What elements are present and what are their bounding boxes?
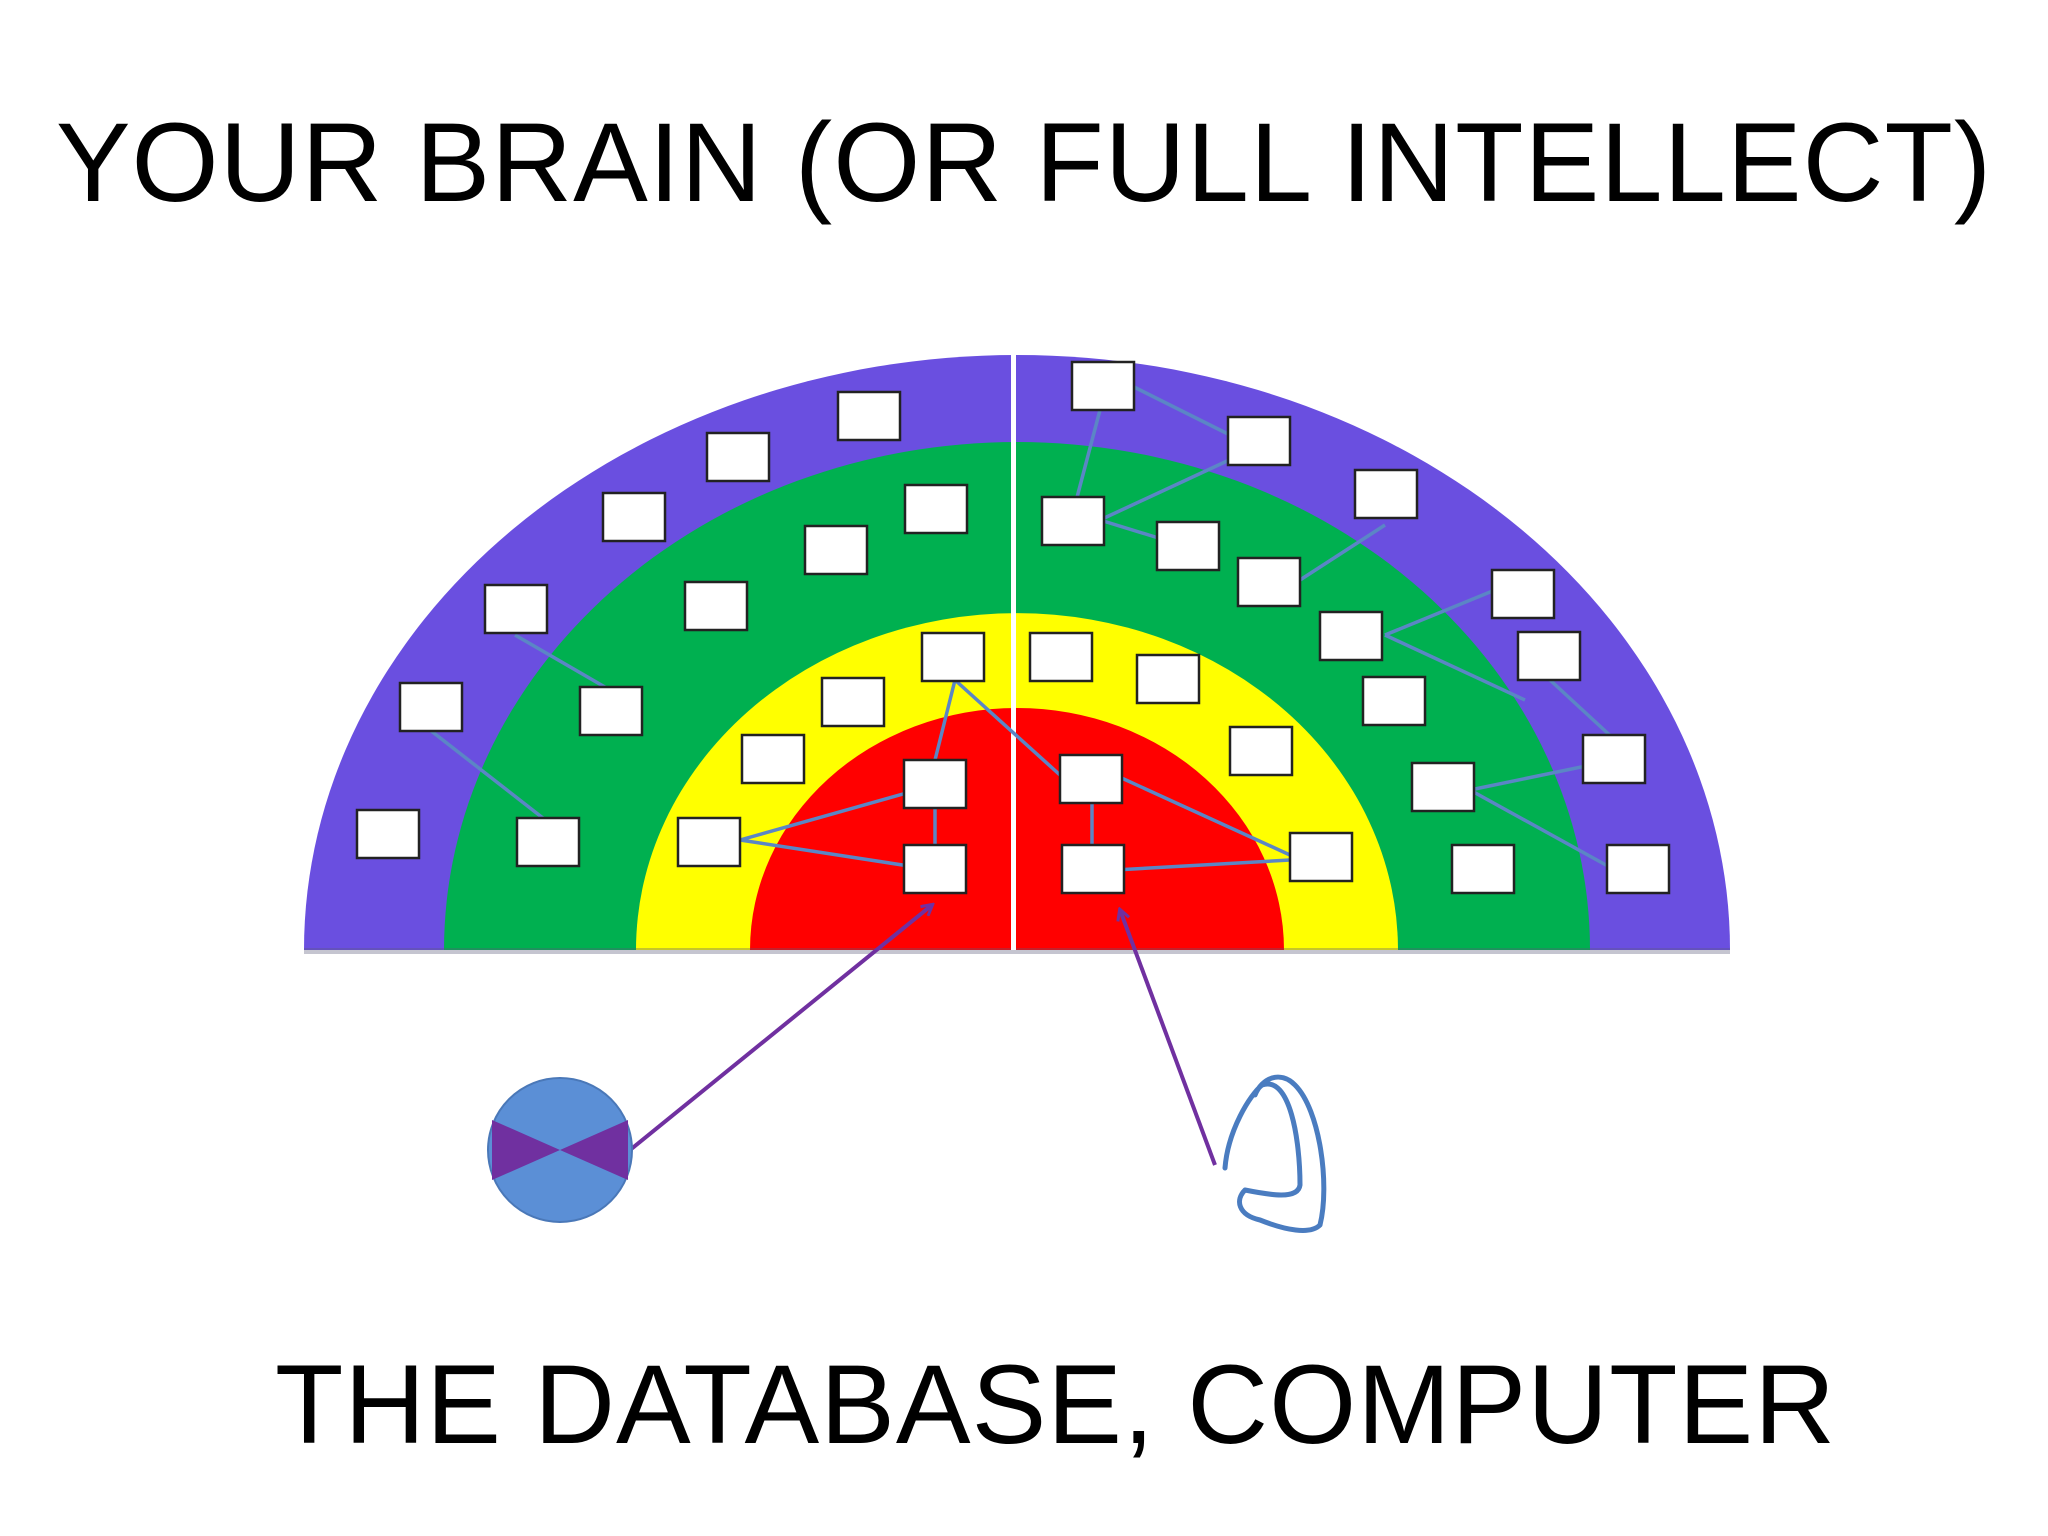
hemisphere-divider <box>1011 352 1016 950</box>
link <box>1099 453 1241 522</box>
link <box>1299 523 1386 582</box>
link <box>1384 633 1526 702</box>
node-box <box>1040 495 1106 547</box>
node-box <box>1070 360 1136 412</box>
core-band <box>750 708 1284 950</box>
node-box <box>1450 843 1516 895</box>
link <box>1099 518 1166 542</box>
link <box>739 783 936 842</box>
node-box <box>1058 753 1124 805</box>
node-box <box>903 483 969 535</box>
node-box <box>1361 675 1427 727</box>
node-box <box>820 676 886 728</box>
node-box <box>1516 630 1582 682</box>
node-box <box>705 431 771 483</box>
node-links <box>428 383 1617 872</box>
link <box>933 679 957 761</box>
node-box <box>676 816 742 868</box>
page-title: YOUR BRAIN (OR FULL INTELLECT) <box>55 100 1993 225</box>
link <box>1469 788 1616 872</box>
diagram-baseline <box>304 948 1730 954</box>
node-box <box>578 685 644 737</box>
node-box <box>1228 725 1294 777</box>
link <box>739 838 936 872</box>
link <box>1384 588 1496 637</box>
node-box <box>1353 468 1419 520</box>
node-box <box>1028 631 1094 683</box>
link <box>1114 773 1291 857</box>
node-box <box>1226 415 1292 467</box>
arrows <box>628 905 1217 1166</box>
node-box <box>1135 653 1201 705</box>
node-box <box>1410 761 1476 813</box>
node-box <box>355 808 421 860</box>
node-box <box>1236 556 1302 608</box>
link <box>953 678 1062 777</box>
scribble-icon <box>1222 1074 1327 1233</box>
node-box <box>920 631 986 683</box>
node-box <box>515 816 581 868</box>
node-box <box>1605 843 1671 895</box>
link <box>1548 678 1617 742</box>
node-box <box>601 491 667 543</box>
link <box>514 633 611 692</box>
node-box <box>1581 733 1647 785</box>
circle-bowtie-icon <box>487 1077 633 1223</box>
link <box>1129 383 1241 442</box>
node-box <box>483 583 549 635</box>
link <box>1114 858 1291 872</box>
node-box <box>1490 568 1556 620</box>
node-box <box>1288 831 1354 883</box>
node-box <box>836 390 902 442</box>
node-box <box>1060 843 1126 895</box>
link <box>1073 409 1102 506</box>
nodes <box>355 360 1671 895</box>
bottom-title: THE DATABASE, COMPUTER <box>275 1342 1837 1467</box>
node-box <box>902 758 968 810</box>
node-box <box>1318 610 1384 662</box>
node-box <box>803 524 869 576</box>
arrow-from-scribble <box>1120 910 1217 1166</box>
node-box <box>683 580 749 632</box>
node-box <box>740 733 806 785</box>
node-box <box>1155 520 1221 572</box>
link <box>428 728 550 824</box>
node-box <box>902 843 968 895</box>
arrow-from-circle <box>628 905 932 1152</box>
node-box <box>398 681 464 733</box>
